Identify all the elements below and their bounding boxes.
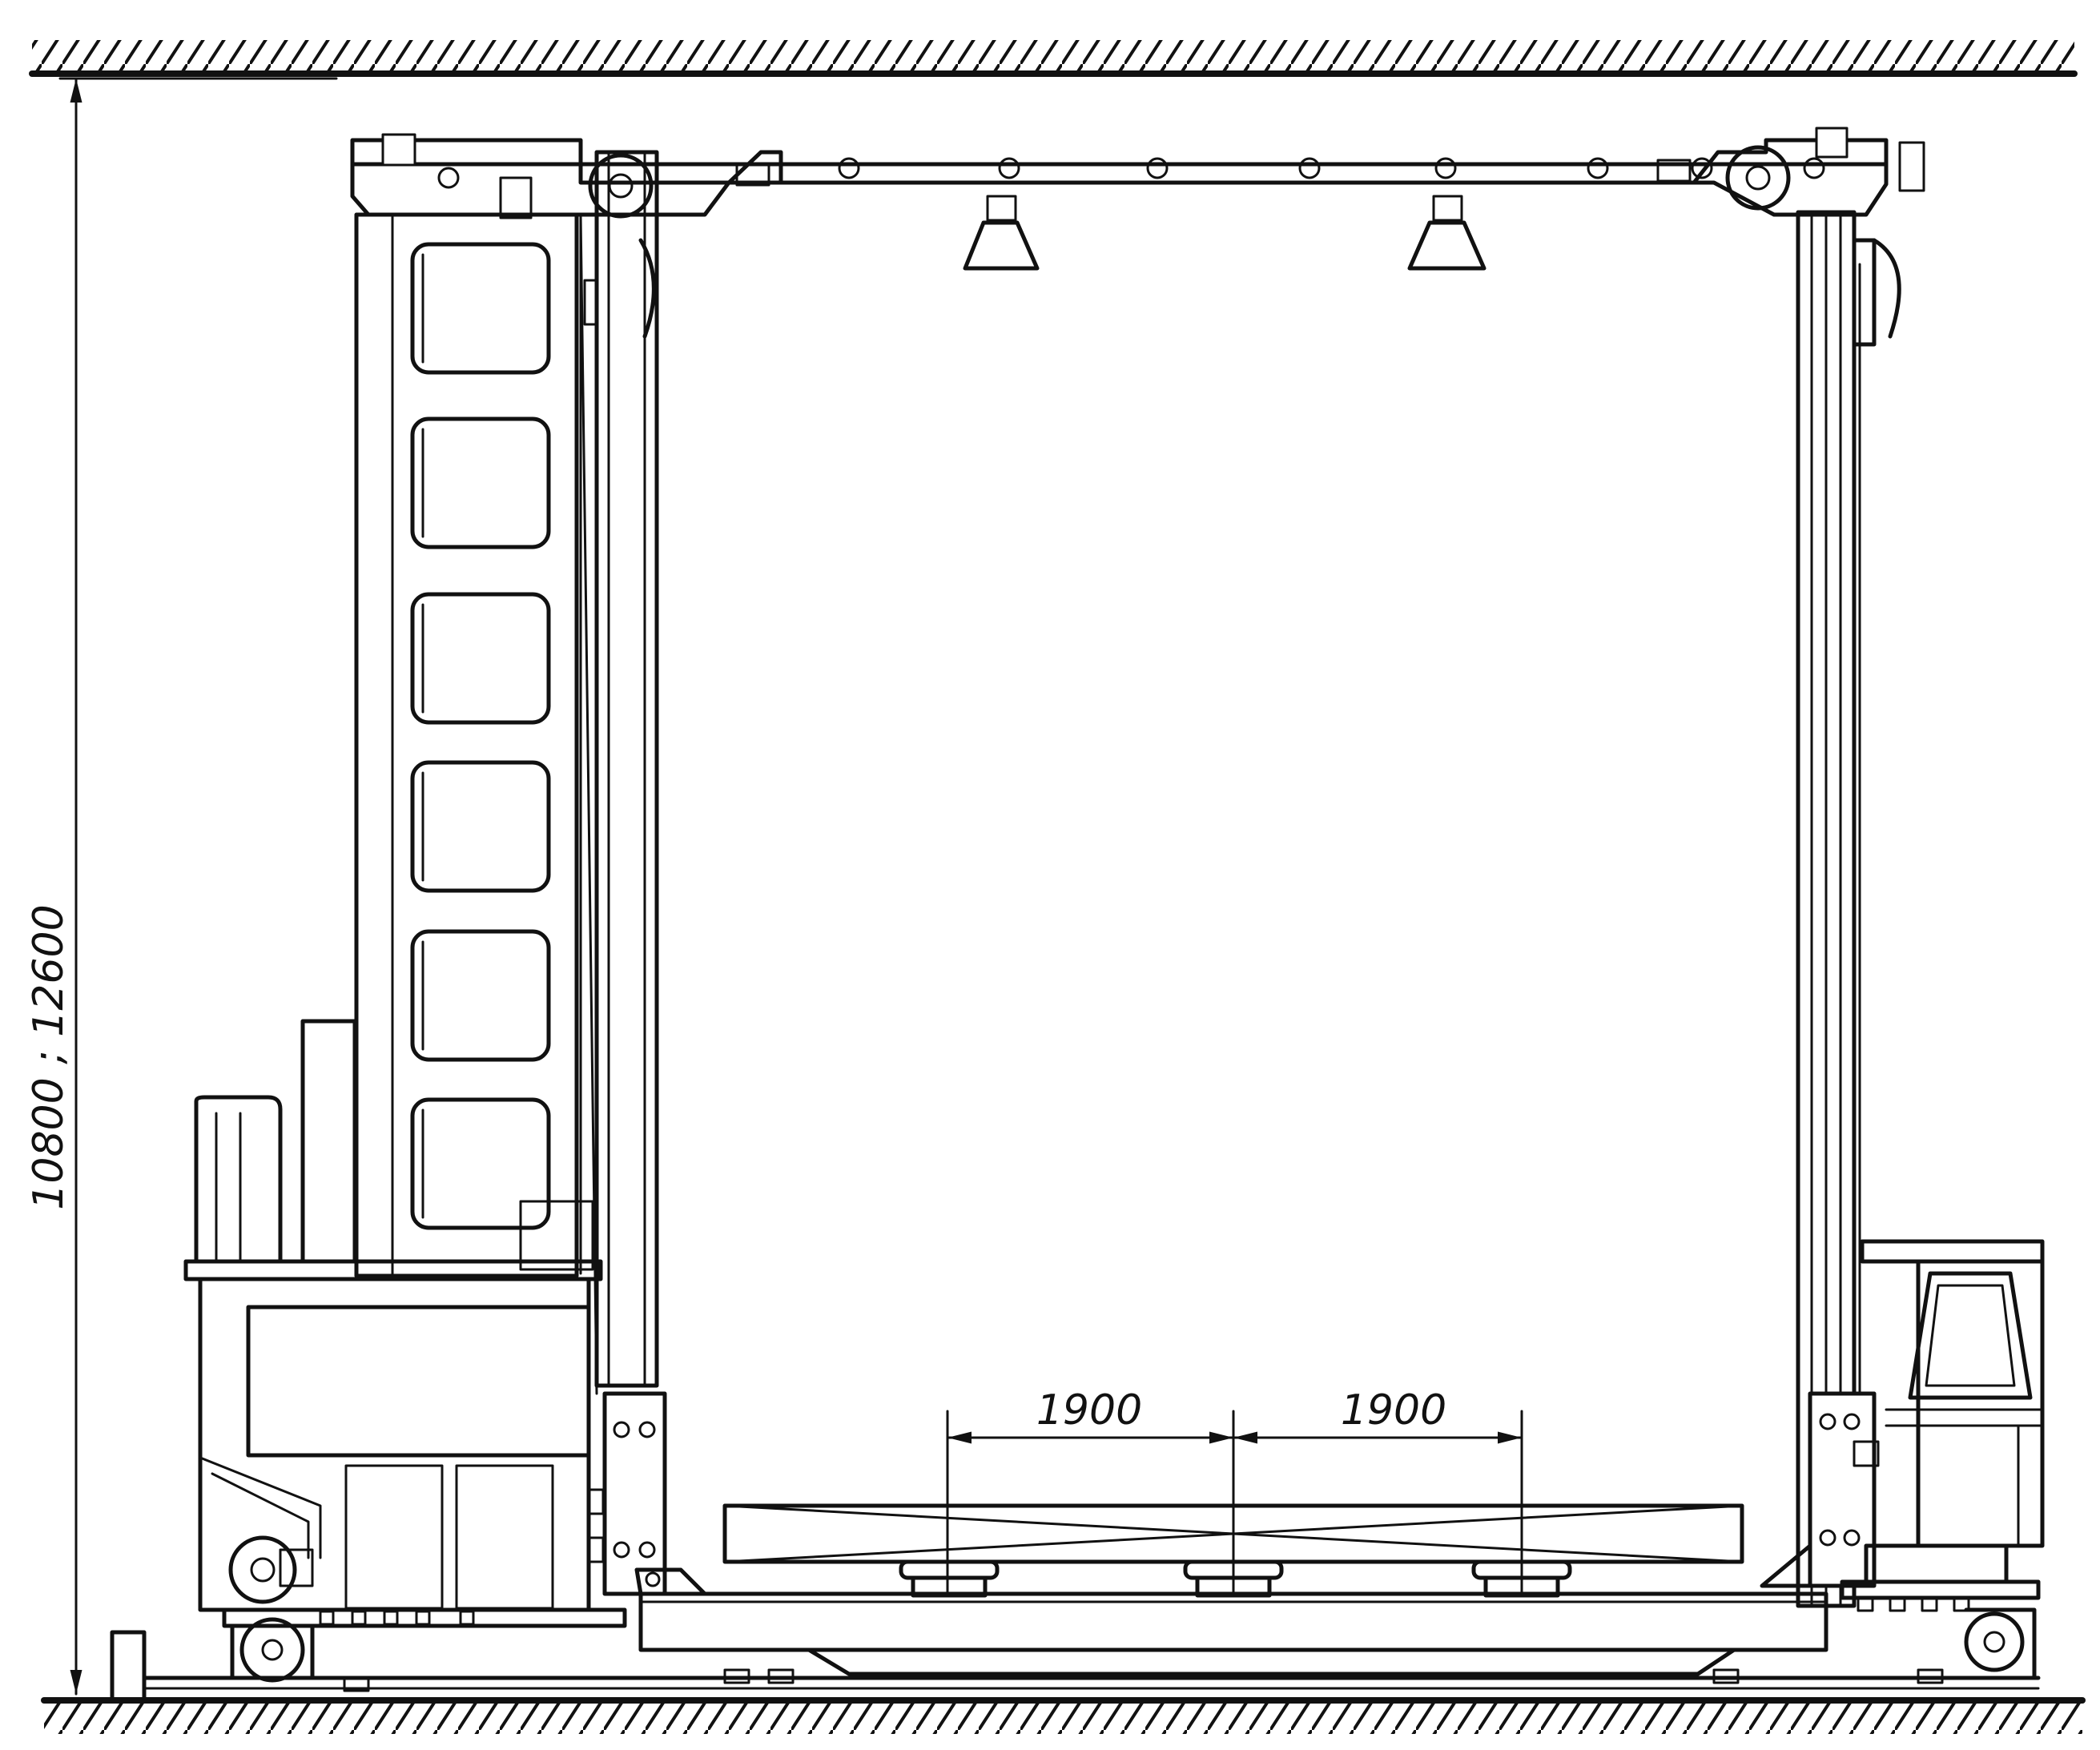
left-guide-rail <box>594 150 659 1388</box>
floor <box>41 1697 2086 1734</box>
cabin-door-left <box>344 1464 444 1610</box>
column-window-6 <box>410 1097 551 1230</box>
left-operator-cabin <box>183 1019 627 1683</box>
left-rail-wheel <box>239 1617 305 1683</box>
column-control-box <box>519 1200 594 1271</box>
height-dimension-label: 10800 ; 12600 <box>25 904 73 1209</box>
column-window-1 <box>410 242 551 375</box>
beam-holes <box>437 157 1825 189</box>
column-window-4 <box>410 760 551 893</box>
left-column <box>354 150 659 1395</box>
right-cabin-window <box>1908 1271 2033 1400</box>
right-rail-wheel <box>1964 1611 2025 1672</box>
lamp-left <box>963 195 1040 271</box>
table-support-1 <box>899 1559 1000 1598</box>
cabin-window <box>246 1305 591 1458</box>
floor-rail <box>110 1630 2041 1703</box>
left-column-bracket <box>602 1391 707 1596</box>
spacing-dimensions: 1900 1900 <box>946 1386 1523 1595</box>
right-column <box>1760 210 1901 1608</box>
motor-right <box>1898 141 1925 192</box>
column-window-3 <box>410 592 551 725</box>
cabin-drive-wheel <box>228 1535 297 1604</box>
column-window-5 <box>410 929 551 1062</box>
pulley-right <box>1725 145 1791 211</box>
height-dimension: 10800 ; 12600 <box>25 77 338 1696</box>
ceiling <box>29 40 2078 77</box>
spacing-label-left: 1900 <box>1036 1386 1142 1434</box>
right-operator-cabin <box>1840 1239 2045 1680</box>
lamp-right <box>1407 195 1486 271</box>
column-window-2 <box>410 416 551 549</box>
motor-left <box>499 176 533 219</box>
spacing-label-right: 1900 <box>1341 1386 1446 1434</box>
beam-bracket-left <box>381 133 416 167</box>
cabin-door-right <box>455 1464 554 1610</box>
pulley-left <box>588 153 654 219</box>
top-beam <box>350 127 1925 271</box>
beam-bracket-right <box>1815 127 1849 159</box>
